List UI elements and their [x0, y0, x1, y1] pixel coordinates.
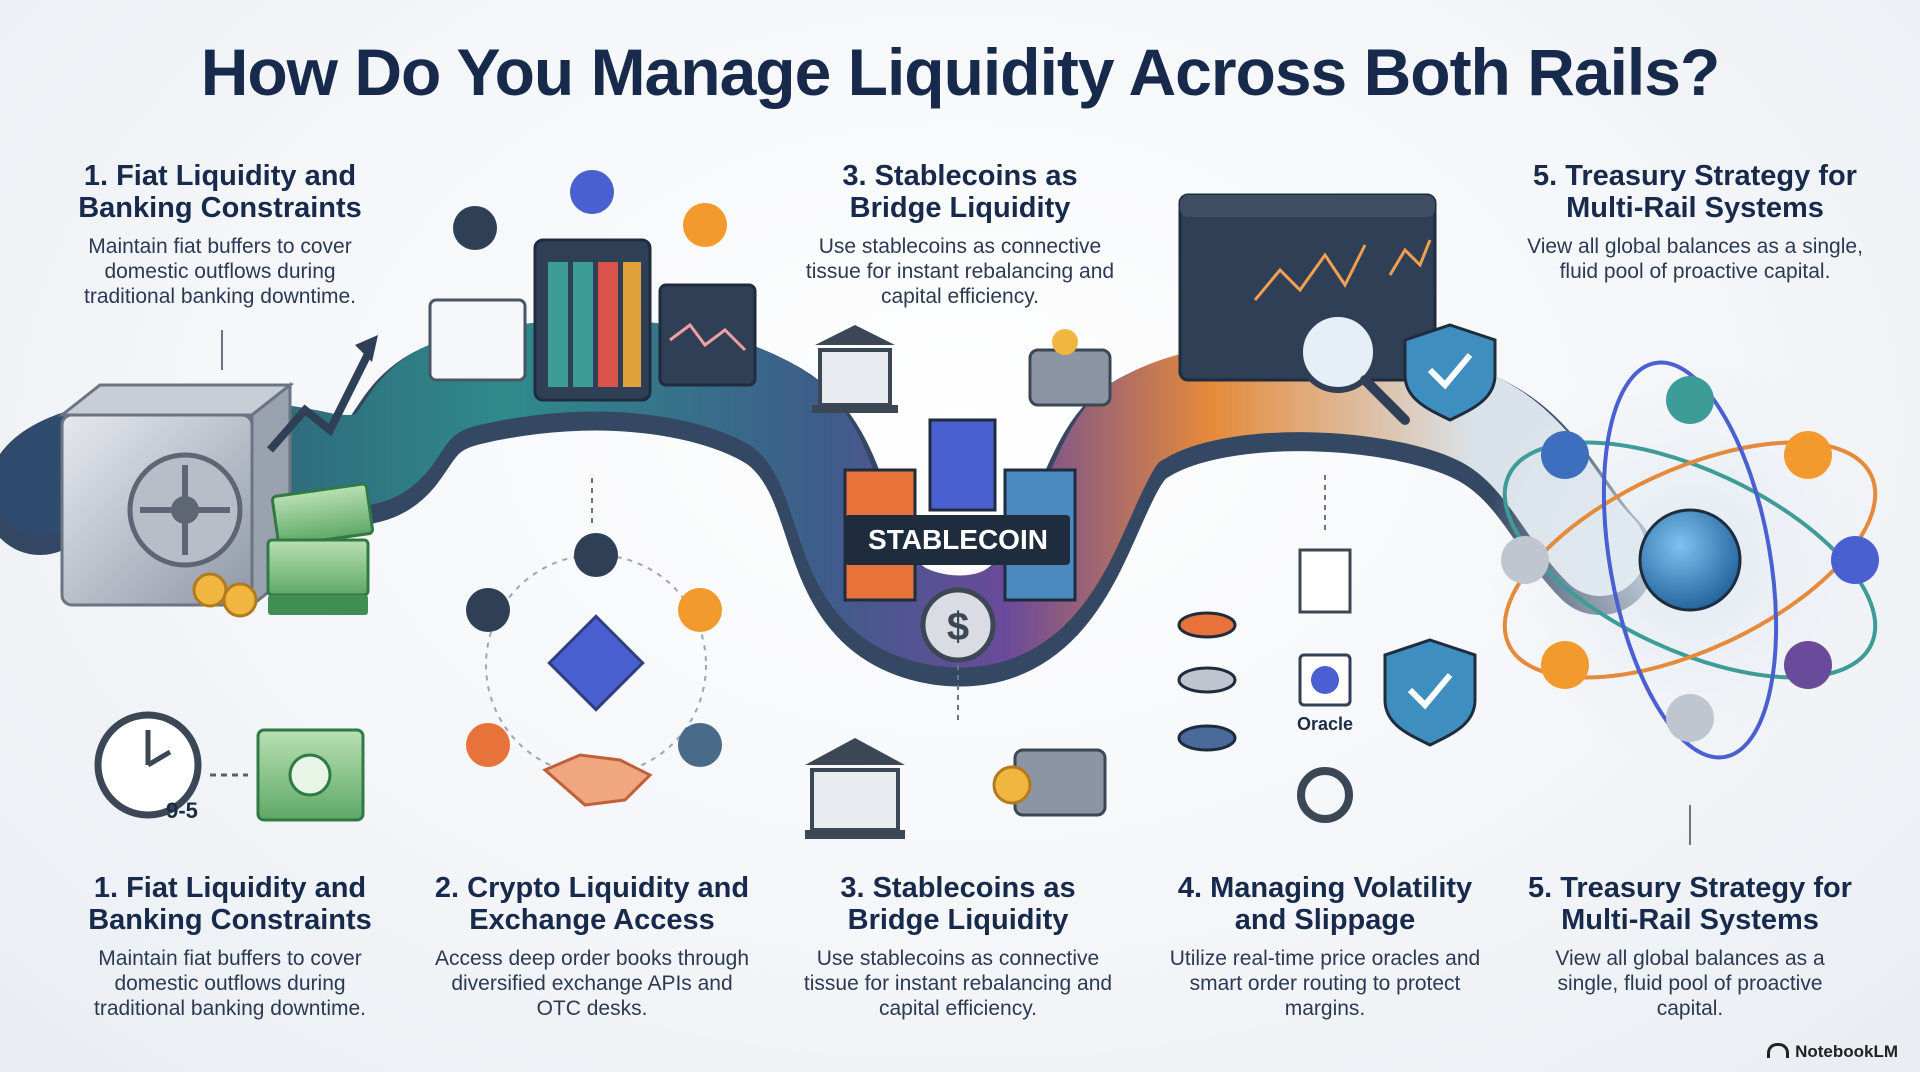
svg-text:$: $ — [947, 605, 969, 649]
dollar-node-icon — [1666, 376, 1714, 424]
step-1-top-desc: Maintain fiat buffers to cover domestic … — [84, 235, 356, 308]
globe-icon — [1638, 508, 1742, 612]
step-1-bottom-desc: Maintain fiat buffers to cover domestic … — [94, 947, 366, 1020]
oracle-flow-icon — [1177, 548, 1353, 823]
exchange-network-icon — [466, 533, 722, 776]
step-1-bottom-heading: 1. Fiat Liquidity and Banking Constraint… — [88, 872, 372, 936]
banking-hours-label: 9-5 — [166, 798, 198, 823]
step-5-top: 5. Treasury Strategy for Multi-Rail Syst… — [1520, 160, 1870, 284]
step-4-bottom-desc: Utilize real-time price oracles and smar… — [1169, 947, 1481, 1020]
step-3-bottom-desc: Use stablecoins as connective tissue for… — [803, 947, 1113, 1020]
step-2-bottom: 2. Crypto Liquidity and Exchange Access … — [432, 872, 752, 1021]
oracle-label: Oracle — [1297, 714, 1353, 734]
step-1-top: 1. Fiat Liquidity and Banking Constraint… — [65, 160, 375, 309]
bank-icon-bottom — [805, 738, 905, 839]
step-1-top-heading: 1. Fiat Liquidity and Banking Constraint… — [78, 160, 362, 224]
step-3-top-desc: Use stablecoins as connective tissue for… — [805, 235, 1115, 308]
stablecoin-label: STABLECOIN — [868, 524, 1048, 555]
growth-arrow-icon — [266, 335, 378, 453]
vault-icon — [57, 381, 295, 609]
dollar-coin-icon: $ — [920, 587, 996, 663]
stablecoin-cubes — [843, 418, 1077, 602]
link-node-icon — [1831, 536, 1879, 584]
page-title: How Do You Manage Liquidity Across Both … — [200, 35, 1721, 109]
wallet-icon-bottom — [992, 748, 1107, 817]
notebooklm-logo-icon — [1767, 1043, 1790, 1058]
ethereum-icon — [570, 170, 614, 214]
step-3-top: 3. Stablecoins as Bridge Liquidity Use s… — [800, 160, 1120, 309]
cash-stack-icon — [192, 482, 374, 618]
wallet-icon-top — [1028, 329, 1112, 407]
step-3-bottom: 3. Stablecoins as Bridge Liquidity Use s… — [798, 872, 1118, 1021]
notebooklm-brand: NotebookLM — [1767, 1042, 1898, 1062]
step-4-bottom-heading: 4. Managing Volatility and Slippage — [1177, 872, 1473, 936]
ethereum-purple-node-icon — [1784, 641, 1832, 689]
shield-check-icon-top — [1403, 323, 1497, 422]
solana-icon — [453, 206, 497, 250]
step-2-bottom-heading: 2. Crypto Liquidity and Exchange Access — [434, 872, 750, 936]
pound-node-icon — [1501, 536, 1549, 584]
magnifier-document-icon — [1297, 311, 1410, 425]
step-5-bottom: 5. Treasury Strategy for Multi-Rail Syst… — [1525, 872, 1855, 1021]
shield-check-icon-bottom — [1383, 638, 1477, 747]
step-3-top-heading: 3. Stablecoins as Bridge Liquidity — [842, 160, 1078, 224]
bitcoin-icon — [683, 203, 727, 247]
handshake-icon — [542, 753, 653, 807]
cash-bill-icon — [256, 728, 365, 822]
clock-icon — [94, 711, 202, 819]
step-2-bottom-desc: Access deep order books through diversif… — [434, 947, 750, 1020]
step-5-bottom-desc: View all global balances as a single, fl… — [1555, 947, 1825, 1020]
step-5-top-heading: 5. Treasury Strategy for Multi-Rail Syst… — [1533, 160, 1857, 224]
step-5-top-desc: View all global balances as a single, fl… — [1527, 235, 1863, 283]
brand-label: NotebookLM — [1795, 1042, 1898, 1061]
stablecoin-banner — [845, 515, 1070, 565]
leader-lines — [221, 330, 1691, 845]
step-1-bottom: 1. Fiat Liquidity and Banking Constraint… — [70, 872, 390, 1021]
bank-icon-top — [812, 325, 898, 413]
step-4-bottom: 4. Managing Volatility and Slippage Util… — [1165, 872, 1485, 1021]
bitcoin-node-icon — [1541, 641, 1589, 689]
ethereum-node-icon — [1784, 431, 1832, 479]
step-3-bottom-heading: 3. Stablecoins as Bridge Liquidity — [840, 872, 1076, 936]
ripple-node-icon — [1666, 694, 1714, 742]
step-5-bottom-heading: 5. Treasury Strategy for Multi-Rail Syst… — [1528, 872, 1852, 936]
exchange-dashboard-icon — [428, 238, 757, 402]
dollar-blue-node-icon — [1541, 431, 1589, 479]
